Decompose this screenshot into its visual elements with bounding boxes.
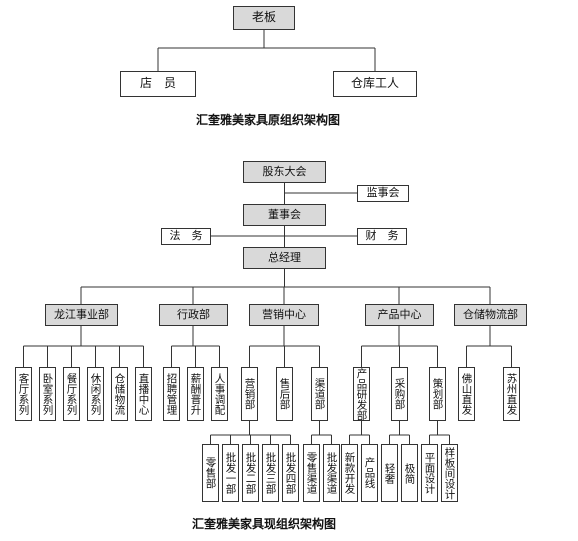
dept-foshan-direct: 佛山直发 [458,367,475,421]
old-clerk-box: 店 员 [120,71,196,97]
dept-compensation: 薪酬晋升 [187,367,204,421]
team-product-line: 产品线 [361,444,378,502]
dept-leisure-series: 休闲系列 [87,367,104,421]
team-retail: 零售部 [202,444,219,502]
team-retail-channel: 零售渠道 [303,444,320,502]
dept-personnel: 人事调配 [211,367,228,421]
dept-suzhou-direct: 苏州直发 [503,367,520,421]
team-minimalist: 极简 [401,444,418,502]
team-showroom-design: 样板间设计 [441,444,458,502]
general-manager-box: 总经理 [243,247,326,269]
board-of-directors-box: 董事会 [243,204,326,226]
team-new-style-dev: 新款开发 [341,444,358,502]
dept-marketing: 营销部 [241,367,258,421]
dept-dining-room-series: 餐厅系列 [63,367,80,421]
old-warehouse-worker-box: 仓库工人 [333,71,417,97]
dept-purchasing: 采购部 [391,367,408,421]
finance-box: 财 务 [357,228,407,245]
division-marketing: 营销中心 [249,304,319,326]
team-wholesale-4: 批发四部 [282,444,299,502]
dept-living-room-series: 客厅系列 [15,367,32,421]
dept-planning: 策划部 [429,367,446,421]
legal-box: 法 务 [161,228,211,245]
dept-channel: 渠道部 [311,367,328,421]
team-light-luxury: 轻奢 [381,444,398,502]
dept-after-sales: 售后部 [276,367,293,421]
dept-livestream-center: 直播中心 [135,367,152,421]
dept-recruitment: 招聘管理 [163,367,180,421]
dept-bedroom-series: 卧室系列 [39,367,56,421]
team-wholesale-1: 批发一部 [222,444,239,502]
division-longjiang: 龙江事业部 [45,304,118,326]
old-structure-caption: 汇奎雅美家具原组织架构图 [196,113,341,127]
new-structure-caption: 汇奎雅美家具现组织架构图 [192,517,337,531]
division-product: 产品中心 [365,304,434,326]
division-admin: 行政部 [159,304,228,326]
old-boss-box: 老板 [233,6,295,30]
shareholders-meeting-box: 股东大会 [243,161,326,183]
dept-product-rnd: 产品研发部 [353,367,370,421]
connector-lines [23,30,512,444]
dept-storage-logistics: 仓储物流 [111,367,128,421]
team-graphic-design: 平面设计 [421,444,438,502]
division-logistics: 仓储物流部 [454,304,527,326]
team-wholesale-channel: 批发渠道 [323,444,340,502]
team-wholesale-2: 批发二部 [242,444,259,502]
supervisors-box: 监事会 [357,185,409,202]
team-wholesale-3: 批发三部 [262,444,279,502]
